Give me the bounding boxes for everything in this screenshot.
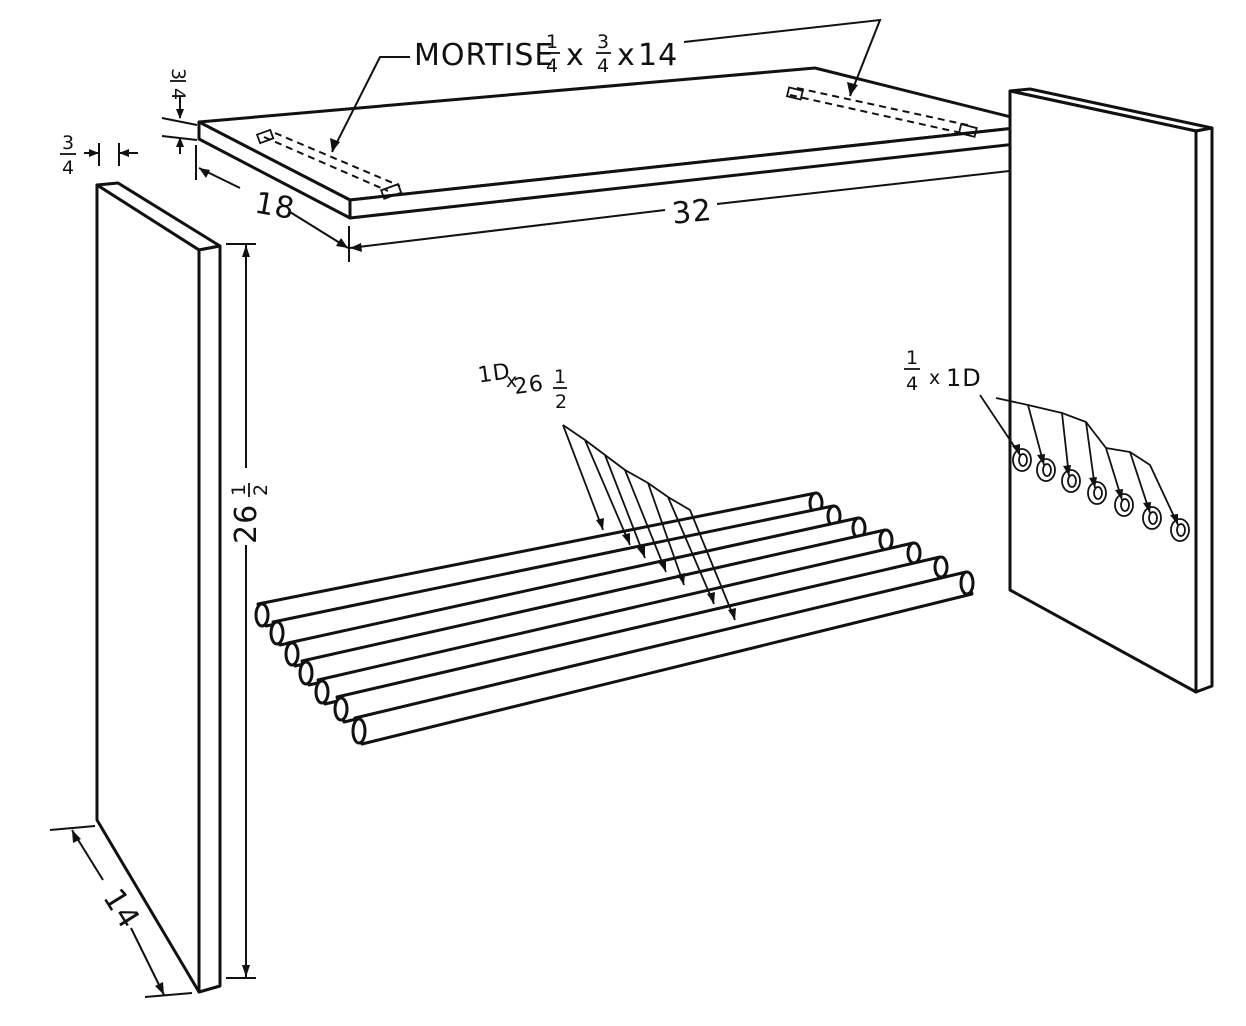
hole-diameter: 1D — [946, 364, 982, 392]
hole-callout: 1 4 x 1D — [904, 347, 1179, 526]
mortise-length: 14 — [638, 38, 678, 73]
side-height-den: 2 — [250, 484, 272, 496]
top-board — [197, 66, 1045, 220]
right-side-panel — [1008, 87, 1214, 694]
dowel-hole — [1087, 481, 1107, 505]
mortise-fraction-b-den: 4 — [597, 55, 609, 77]
mortise-left — [255, 128, 403, 200]
dowel-length-num: 1 — [554, 366, 566, 388]
dowel-hole — [1114, 493, 1134, 517]
dowel-length-den: 2 — [555, 391, 567, 413]
dowel-x: x — [506, 370, 517, 392]
top-length-label: 32 — [670, 193, 714, 232]
dowel-length-whole: 26 — [512, 371, 545, 400]
dowel-callout: 1D x 26 1 2 — [476, 359, 736, 621]
dowels — [254, 491, 975, 746]
top-depth-dimension: 18 — [195, 145, 350, 262]
side-height-whole: 26 — [229, 504, 264, 544]
dowel-hole — [1142, 506, 1162, 530]
left-side-panel — [95, 181, 222, 994]
top-thickness-den: 4 — [167, 88, 189, 100]
mortise-callout: MORTISE 1 4 x 3 4 x 14 — [330, 18, 882, 153]
side-thickness-num: 3 — [62, 132, 74, 154]
hole-fraction-den: 4 — [906, 373, 918, 395]
dowel-hole — [1036, 458, 1056, 482]
top-thickness-num: 3 — [167, 68, 189, 80]
mortise-fraction-a-den: 4 — [546, 55, 558, 77]
mortise-right — [785, 86, 978, 138]
side-height-dimension: 26 1 2 — [226, 243, 272, 979]
top-thickness-dimension: 3 4 — [161, 68, 198, 154]
hole-fraction-num: 1 — [906, 347, 918, 369]
hole-x: x — [929, 367, 940, 389]
top-depth-label: 18 — [252, 186, 298, 227]
mortise-x2: x — [617, 38, 636, 73]
dowel-hole — [1061, 469, 1081, 493]
dowel-hole — [1012, 448, 1032, 472]
mortise-label: MORTISE — [414, 38, 554, 73]
mortise-x1: x — [566, 38, 585, 73]
top-length-dimension: 32 — [349, 146, 1037, 252]
dowel-diameter: 1D — [476, 359, 512, 388]
mortise-fraction-a-num: 1 — [546, 31, 558, 53]
mortise-fraction-b-num: 3 — [597, 31, 609, 53]
dowel-hole — [1170, 518, 1190, 542]
side-height-num: 1 — [228, 484, 250, 496]
dowel-holes — [1012, 448, 1190, 542]
side-thickness-dimension: 3 4 — [60, 132, 138, 179]
side-thickness-den: 4 — [62, 157, 74, 179]
dowel — [351, 570, 975, 746]
